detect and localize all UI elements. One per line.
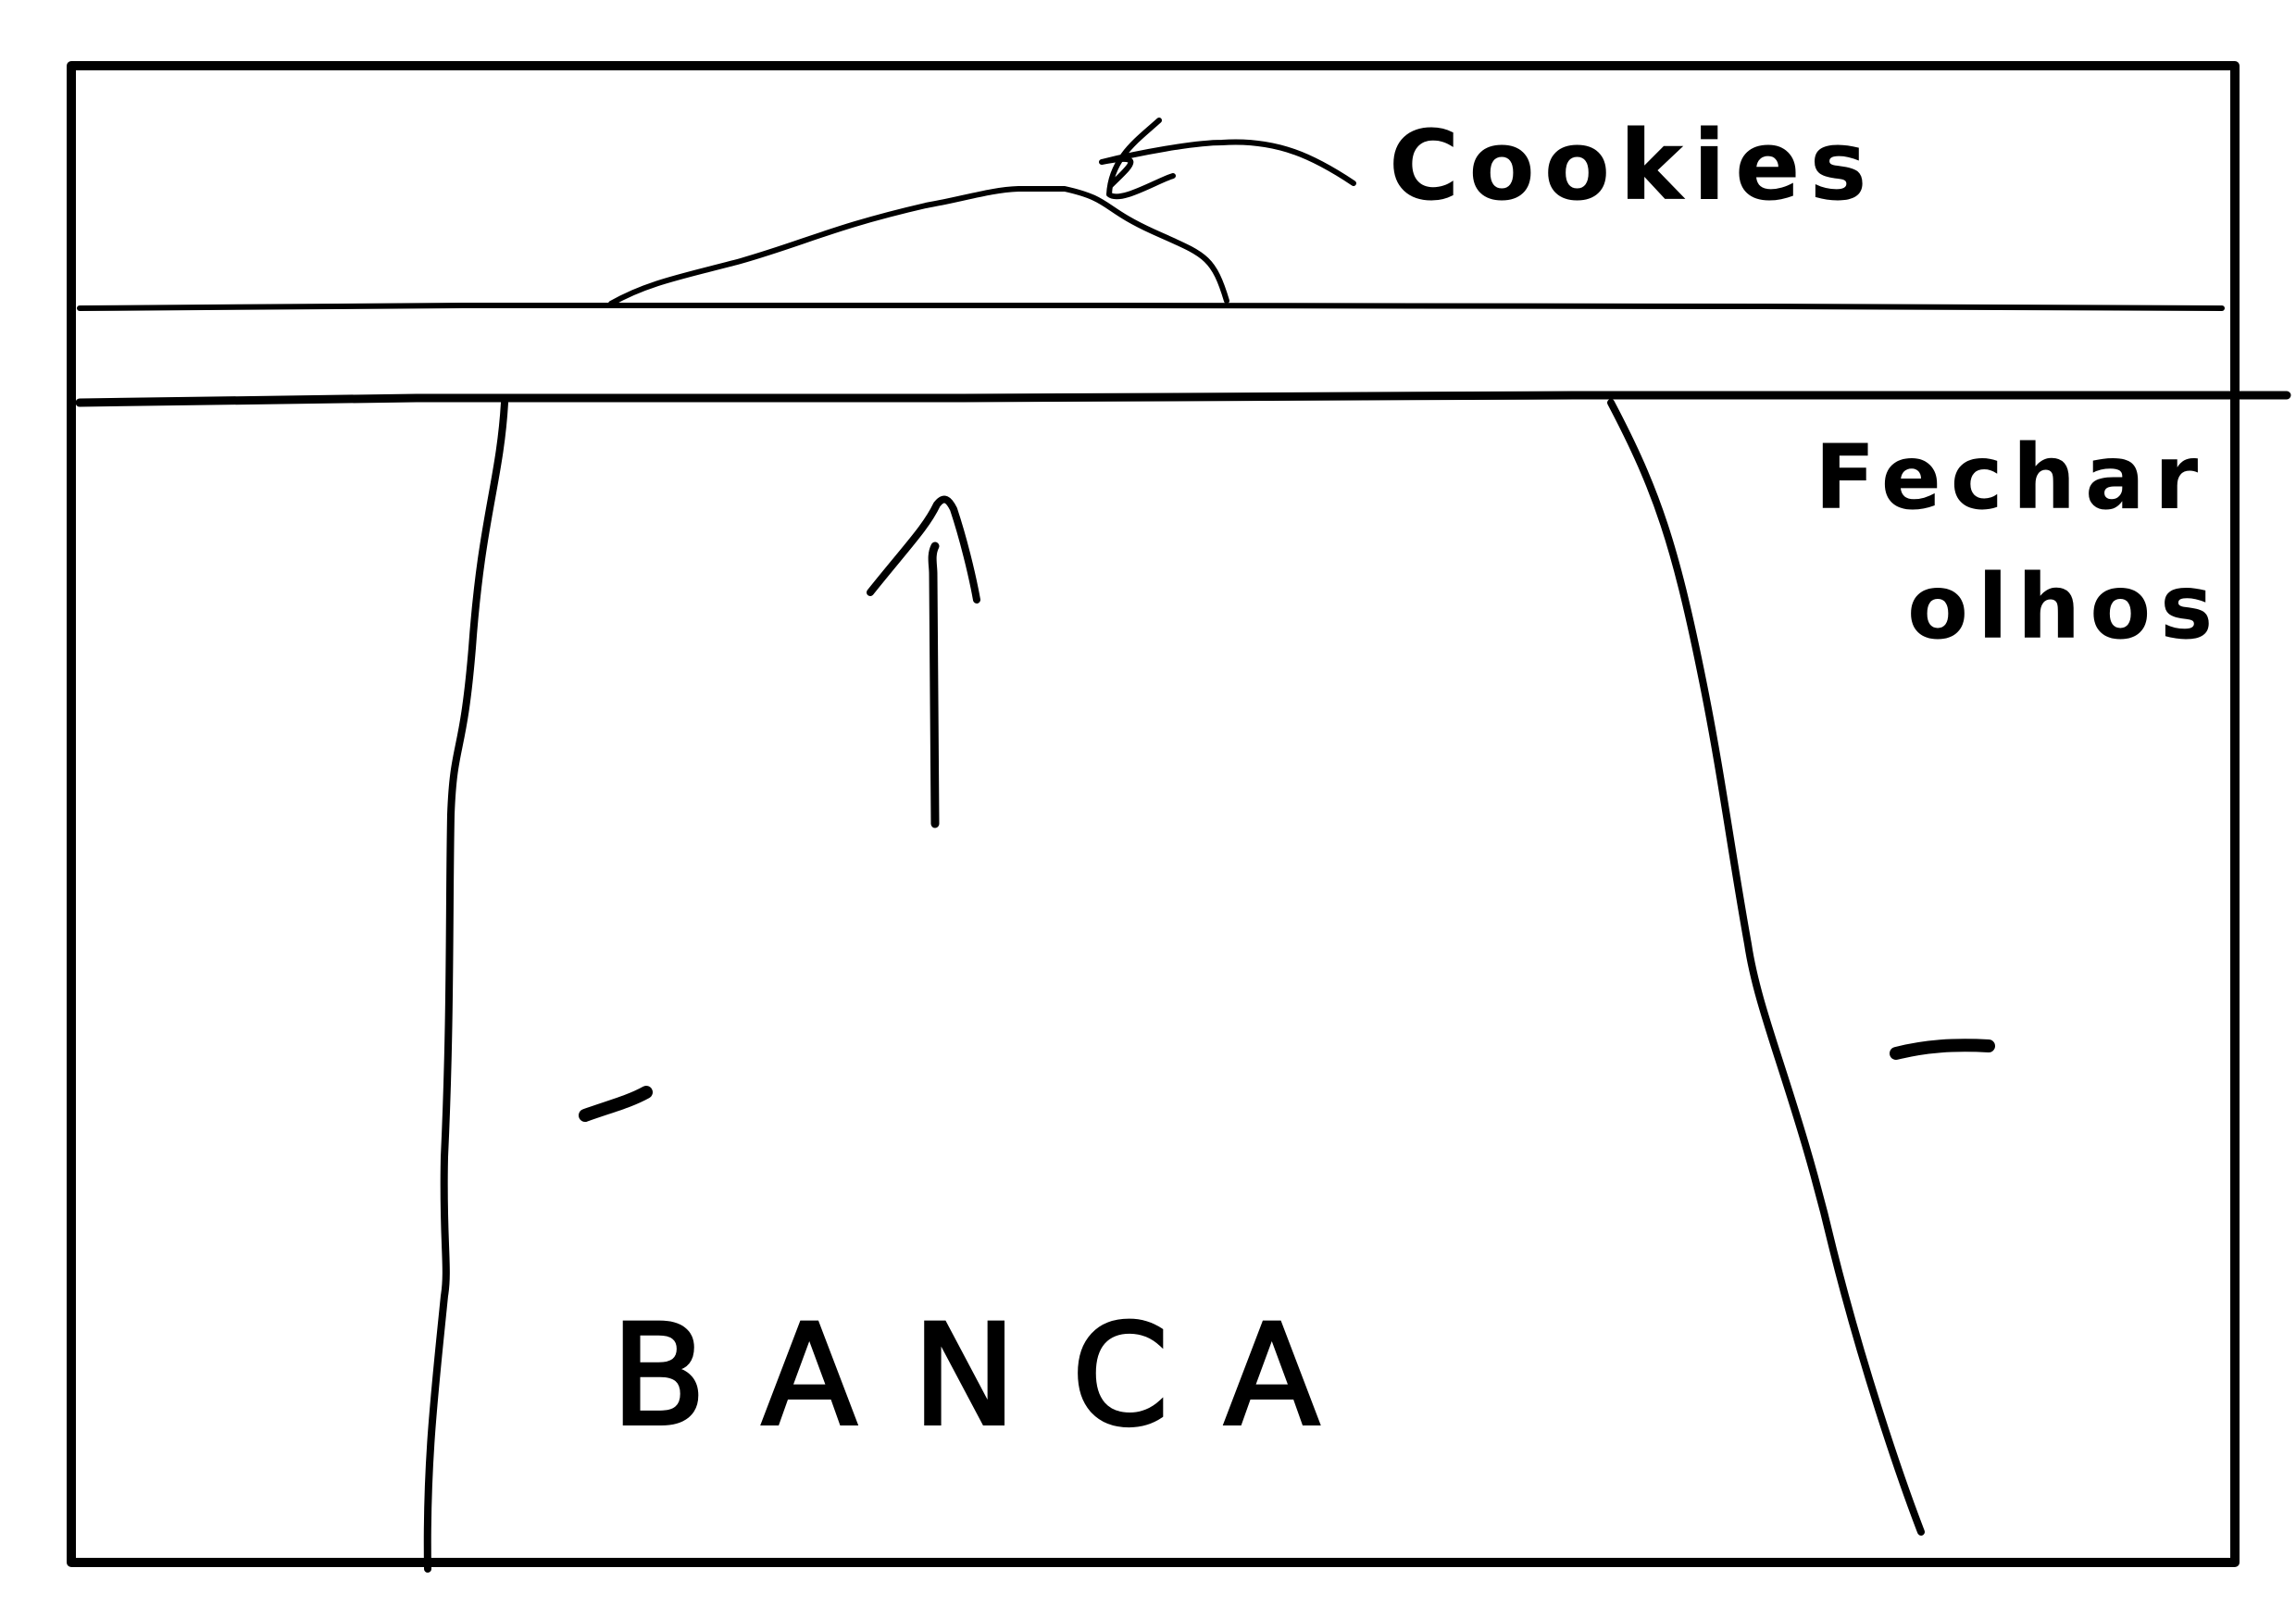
fechar-label: Fechar — [1815, 426, 2208, 529]
cookie-banner-divider — [77, 303, 2225, 311]
right-dash-mark — [1890, 1039, 1995, 1060]
right-region-boundary — [1607, 399, 1925, 1536]
left-region-boundary — [423, 399, 508, 1573]
left-dash-mark — [579, 1086, 653, 1122]
outer-frame — [67, 61, 2240, 1567]
olhos-label: olhos — [1907, 555, 2223, 659]
up-arrow-icon — [867, 495, 980, 828]
banca-label: BANCA — [609, 1294, 1376, 1459]
cookie-popup-outline — [608, 186, 1229, 306]
cookies-label: Cookies — [1389, 109, 1877, 222]
header-divider — [75, 391, 2291, 407]
left-arrow-icon — [1099, 118, 1356, 200]
